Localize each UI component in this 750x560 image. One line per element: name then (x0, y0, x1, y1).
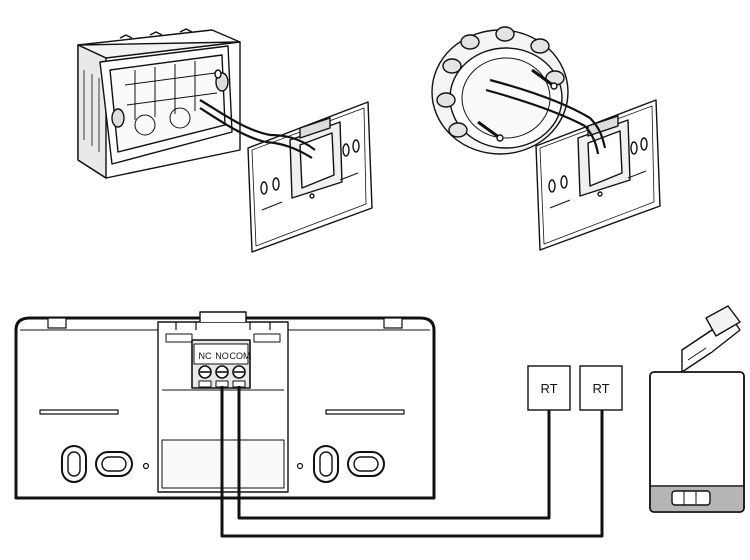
terminal-label-com: COM (230, 351, 251, 361)
terminal-label-nc: NC (199, 351, 212, 361)
room-thermostat-1: RT (527, 365, 571, 411)
flue-pipe-icon (681, 305, 741, 373)
room-thermostat-2: RT (579, 365, 623, 411)
room-thermostat-label: RT (540, 381, 557, 396)
mounting-plate-icon-right (535, 99, 661, 251)
mounting-plate-icon (247, 101, 373, 253)
room-thermostat-label: RT (592, 381, 609, 396)
round-wall-box-illustration (431, 26, 591, 155)
terminal-label-no: NO (215, 351, 229, 361)
wiring (220, 386, 604, 538)
flush-wall-box-illustration (77, 28, 271, 179)
terminal-block (191, 339, 251, 389)
boiler-icon (649, 305, 745, 513)
